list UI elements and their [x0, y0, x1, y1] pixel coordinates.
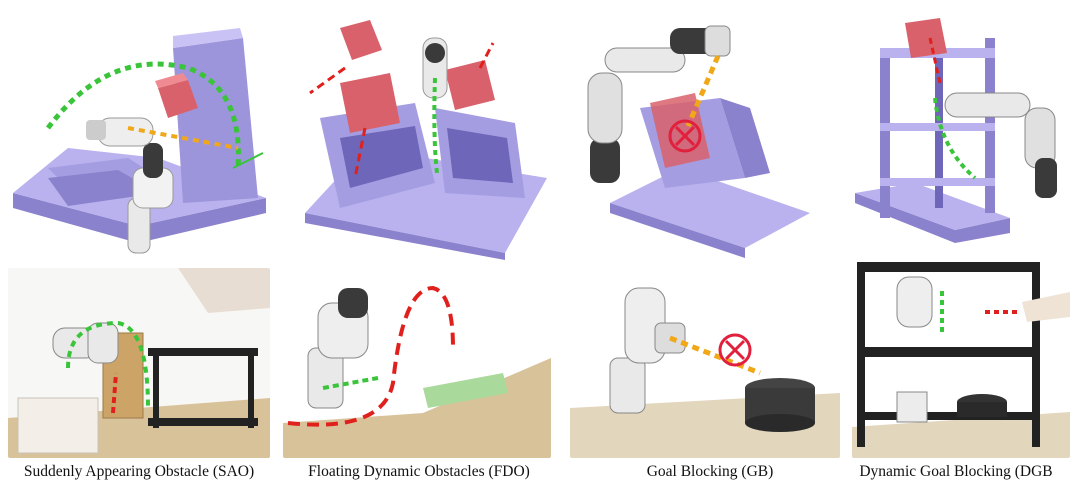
photo-scene-dgb: [852, 262, 1070, 458]
robot-arm-icon: [422, 37, 448, 99]
caption-dgb: Dynamic Goal Blocking (DGB: [859, 463, 1053, 480]
sim-scene-sao: [13, 28, 266, 254]
robot-arm-icon: [307, 288, 369, 409]
photo-scene-fdo: [283, 268, 551, 458]
robot-arm-icon: [896, 276, 933, 328]
robot-arm-icon: [944, 92, 1057, 198]
circle-x-icon: [668, 119, 702, 153]
photo-scene-gb: [570, 268, 840, 458]
sim-panel-fdo: [285, 8, 550, 260]
photo-panel-gb: [570, 268, 840, 458]
sim-panel-sao: [8, 8, 270, 260]
photo-panel-fdo: [283, 268, 551, 458]
caption-gb: Goal Blocking (GB): [646, 463, 774, 480]
caption-fdo: Floating Dynamic Obstacles (FDO): [308, 463, 530, 480]
photo-panel-dgb: [852, 262, 1070, 458]
sim-scene-gb: [587, 25, 810, 258]
photo-scene-sao: [8, 268, 270, 458]
sim-scene-fdo: [305, 20, 547, 260]
sim-panel-gb: [570, 8, 810, 260]
caption-sao: Suddenly Appearing Obstacle (SAO): [23, 463, 255, 480]
circle-x-icon: [718, 333, 752, 367]
sim-scene-dgb: [855, 18, 1057, 243]
robot-arm-icon: [86, 117, 174, 254]
sim-panel-dgb: [835, 8, 1070, 260]
photo-panel-sao: [8, 268, 270, 458]
robot-arm-icon: [587, 25, 731, 183]
robot-arm-icon: [609, 287, 686, 414]
